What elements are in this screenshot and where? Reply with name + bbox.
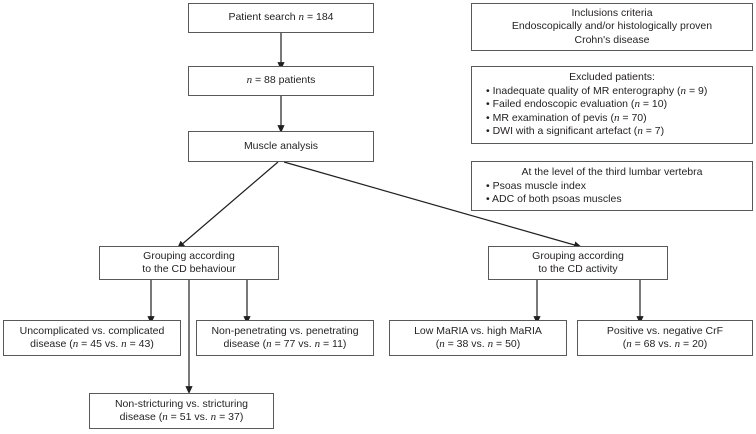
- italic-n: n: [246, 74, 253, 87]
- uncomplicated-line-2: disease (n = 45 vs. n = 43): [30, 338, 154, 350]
- measurements-item-1: • Psoas muscle index: [486, 179, 586, 192]
- patient-search-label: Patient search n = 184: [228, 11, 334, 24]
- maria-line-2: (n = 38 vs. n = 50): [435, 338, 521, 350]
- nonstricturing-line-2: disease (n = 51 vs. n = 37): [119, 411, 244, 423]
- node-patient-search: Patient search n = 184: [188, 3, 374, 33]
- grouping-activity-line-1: Grouping according: [532, 249, 624, 262]
- italic-n: n: [298, 11, 305, 24]
- excluded-item-1: • Inadequate quality of MR enterography …: [486, 84, 708, 97]
- inclusion-heading: Inclusions criteria: [571, 6, 653, 19]
- italic-n: n: [680, 84, 687, 97]
- grouping-activity-line-2: to the CD activity: [538, 263, 618, 275]
- muscle-analysis-label: Muscle analysis: [243, 139, 319, 152]
- node-nonpenetrating-penetrating: Non-penetrating vs. penetrating disease …: [196, 320, 374, 356]
- crf-line-2: (n = 68 vs. n = 20): [622, 338, 708, 350]
- italic-n: n: [72, 338, 79, 350]
- inclusion-line-2: Endoscopically and/or histologically pro…: [511, 20, 713, 33]
- node-grouping-activity: Grouping according to the CD activity: [488, 246, 668, 280]
- inclusion-line-3: Crohn's disease: [574, 33, 650, 46]
- patient-search-count: = 184: [306, 11, 334, 24]
- measurements-list: • Psoas muscle index • ADC of both psoas…: [472, 180, 752, 207]
- grouping-behaviour-line-2: to the CD behaviour: [142, 263, 236, 275]
- node-uncomplicated-complicated: Uncomplicated vs. complicated disease (n…: [3, 320, 181, 356]
- italic-n: n: [210, 411, 217, 423]
- nonpenetrating-line-1: Non-penetrating vs. penetrating: [211, 324, 359, 337]
- italic-n: n: [487, 338, 494, 350]
- node-patients-included: n = 88 patients: [188, 66, 374, 96]
- uncomplicated-line-1: Uncomplicated vs. complicated: [19, 324, 165, 337]
- node-maria-low-high: Low MaRIA vs. high MaRIA (n = 38 vs. n =…: [389, 320, 567, 356]
- italic-n: n: [626, 338, 632, 350]
- measurements-heading: At the level of the third lumbar vertebr…: [521, 166, 703, 178]
- italic-n: n: [634, 98, 640, 110]
- node-nonstricturing-stricturing: Non-stricturing vs. stricturing disease …: [89, 393, 274, 429]
- excluded-list: • Inadequate quality of MR enterography …: [472, 85, 752, 139]
- italic-n: n: [121, 338, 127, 350]
- measurements-item-2: • ADC of both psoas muscles: [486, 193, 622, 205]
- italic-n: n: [637, 125, 643, 137]
- node-muscle-analysis: Muscle analysis: [188, 131, 374, 162]
- patients-included-count: = 88 patients: [255, 74, 316, 87]
- excluded-item-4: • DWI with a significant artefact (n = 7…: [486, 125, 665, 137]
- italic-n: n: [439, 338, 445, 350]
- node-crf-positive-negative: Positive vs. negative CrF (n = 68 vs. n …: [577, 320, 753, 356]
- italic-n: n: [613, 111, 620, 124]
- node-inclusion-criteria: Inclusions criteria Endoscopically and/o…: [471, 3, 753, 51]
- italic-n: n: [162, 411, 168, 423]
- patients-included-label: n = 88 patients: [247, 74, 316, 88]
- italic-n: n: [314, 338, 321, 350]
- grouping-behaviour-line-1: Grouping according: [143, 249, 235, 262]
- italic-n: n: [266, 338, 272, 350]
- nonstricturing-line-1: Non-stricturing vs. stricturing: [114, 397, 249, 410]
- italic-n: n: [674, 338, 681, 350]
- node-grouping-behaviour: Grouping according to the CD behaviour: [99, 246, 279, 280]
- node-excluded-patients: Excluded patients: • Inadequate quality …: [471, 66, 753, 144]
- excluded-item-2: • Failed endoscopic evaluation (n = 10): [486, 98, 668, 110]
- excluded-heading: Excluded patients:: [569, 71, 655, 83]
- crf-line-1: Positive vs. negative CrF: [606, 324, 724, 337]
- node-measurements: At the level of the third lumbar vertebr…: [471, 161, 753, 211]
- nonpenetrating-line-2: disease (n = 77 vs. n = 11): [223, 338, 347, 350]
- maria-line-1: Low MaRIA vs. high MaRIA: [414, 324, 542, 337]
- excluded-item-3: • MR examination of pevis (n = 70): [486, 111, 647, 124]
